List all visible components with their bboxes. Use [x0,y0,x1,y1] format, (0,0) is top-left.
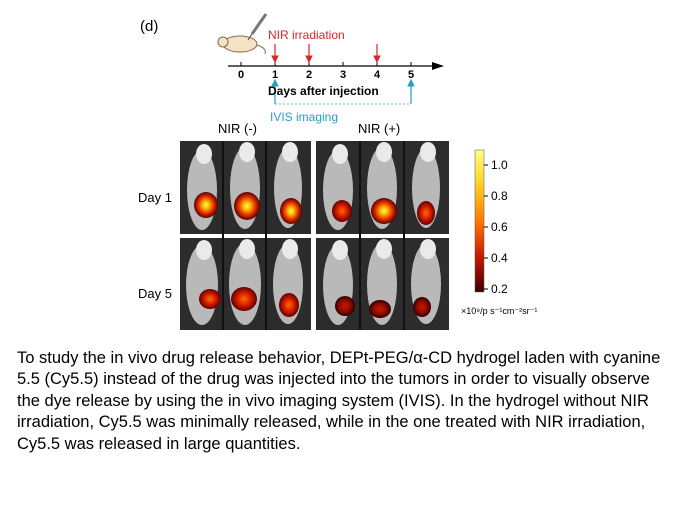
colorbar [474,149,488,293]
timeline-tick: 0 [237,69,245,81]
colorbar-tick-label: 0.6 [491,220,508,234]
timeline-tick: 2 [305,69,313,81]
timeline-axis [228,62,444,70]
colorbar-tick-label: 0.4 [491,251,508,265]
colorbar-tick-label: 0.2 [491,282,508,296]
timeline-tick: 1 [271,69,279,81]
imaging-arrows [271,78,415,105]
mouse-syringe-icon [217,13,268,55]
timeline-axis-label: Days after injection [268,84,379,98]
figure-caption: To study the in vivo drug release behavi… [17,349,661,453]
nir-arrows [271,44,381,64]
row-label-day-5: Day 5 [138,286,172,301]
timeline-tick: 3 [339,69,347,81]
colorbar-tick-label: 1.0 [491,158,508,172]
ivis-imaging-label: IVIS imaging [270,110,339,124]
group-label-nir-negative: NIR (-) [218,121,257,136]
colorbar-tick-label: 0.8 [491,189,508,203]
timeline-tick: 5 [407,69,415,81]
timeline-tick: 4 [373,69,381,81]
ivis-image-grid [180,141,449,330]
nir-irradiation-label: NIR irradiation [268,28,345,42]
row-label-day-1: Day 1 [138,190,172,205]
colorbar-unit-label: ×10⁹/p s⁻¹cm⁻²sr⁻¹ [461,306,538,316]
group-label-nir-positive: NIR (+) [358,121,401,136]
panel-label: (d) [140,18,159,35]
